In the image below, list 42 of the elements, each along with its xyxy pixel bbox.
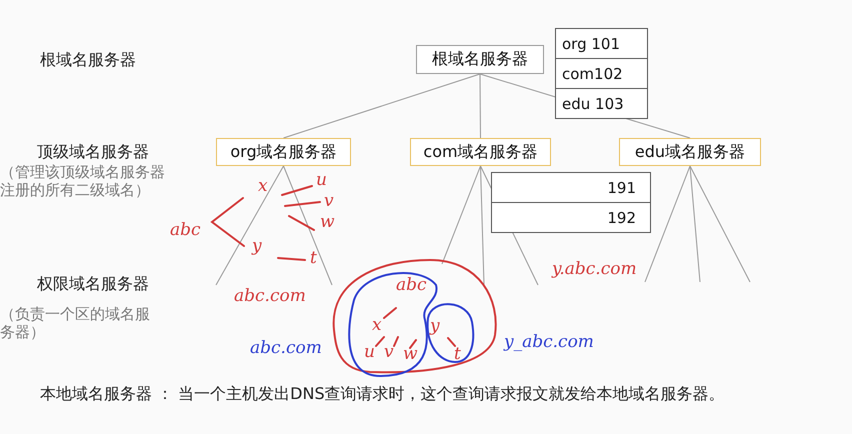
handwritten-text: abc.com	[250, 340, 322, 357]
handwritten-text: t	[454, 346, 461, 363]
handwritten-text: u	[316, 172, 327, 189]
tree-line	[690, 166, 700, 282]
note: （管理该顶级域名服务器注册的所有二级域名）	[0, 163, 166, 199]
tree-line	[644, 166, 690, 282]
handwritten-text: x	[258, 178, 268, 195]
handwritten-text: w	[403, 346, 418, 363]
handwritten-text: y	[430, 318, 440, 335]
table-cell: 192	[491, 202, 651, 233]
handwritten-text: x	[372, 317, 382, 334]
table-cell: com102	[555, 58, 648, 89]
handwritten-text: abc.com	[234, 288, 306, 305]
caption-text: 本地域名服务器 ： 当一个主机发出DNS查询请求时，这个查询请求报文就发给本地域名服务器。	[40, 384, 725, 405]
tree-line	[442, 166, 481, 264]
handwritten-text: y.abc.com	[552, 261, 637, 278]
tier-label: 根域名服务器	[40, 50, 136, 71]
tree-line	[216, 166, 284, 286]
handwritten-text: v	[324, 193, 334, 210]
server-box: edu域名服务器	[619, 138, 761, 166]
handwritten-text: abc	[396, 277, 427, 294]
handwritten-text: w	[320, 214, 335, 231]
handwritten-text: y_abc.com	[504, 334, 594, 351]
server-box: org域名服务器	[216, 138, 351, 166]
table-cell: org 101	[555, 28, 648, 59]
handwritten-text: u	[364, 344, 375, 361]
server-box: 根域名服务器	[416, 45, 544, 74]
tree-line	[690, 166, 750, 282]
handwritten-text: abc	[170, 222, 201, 239]
tier-label: 顶级域名服务器	[37, 142, 149, 163]
table-cell: edu 103	[555, 88, 648, 119]
handwritten-text: v	[384, 344, 394, 361]
tier-label: 权限域名服务器	[37, 274, 149, 295]
tree-line	[480, 166, 484, 286]
handwritten-text: y	[252, 238, 262, 255]
tree-line	[480, 74, 481, 138]
tree-line	[283, 166, 332, 286]
handwritten-text: t	[310, 250, 317, 267]
tree-line	[283, 74, 480, 138]
note: （负责一个区的域名服务器）	[0, 305, 151, 341]
server-box: com域名服务器	[410, 138, 551, 166]
table-cell: 191	[491, 172, 651, 203]
